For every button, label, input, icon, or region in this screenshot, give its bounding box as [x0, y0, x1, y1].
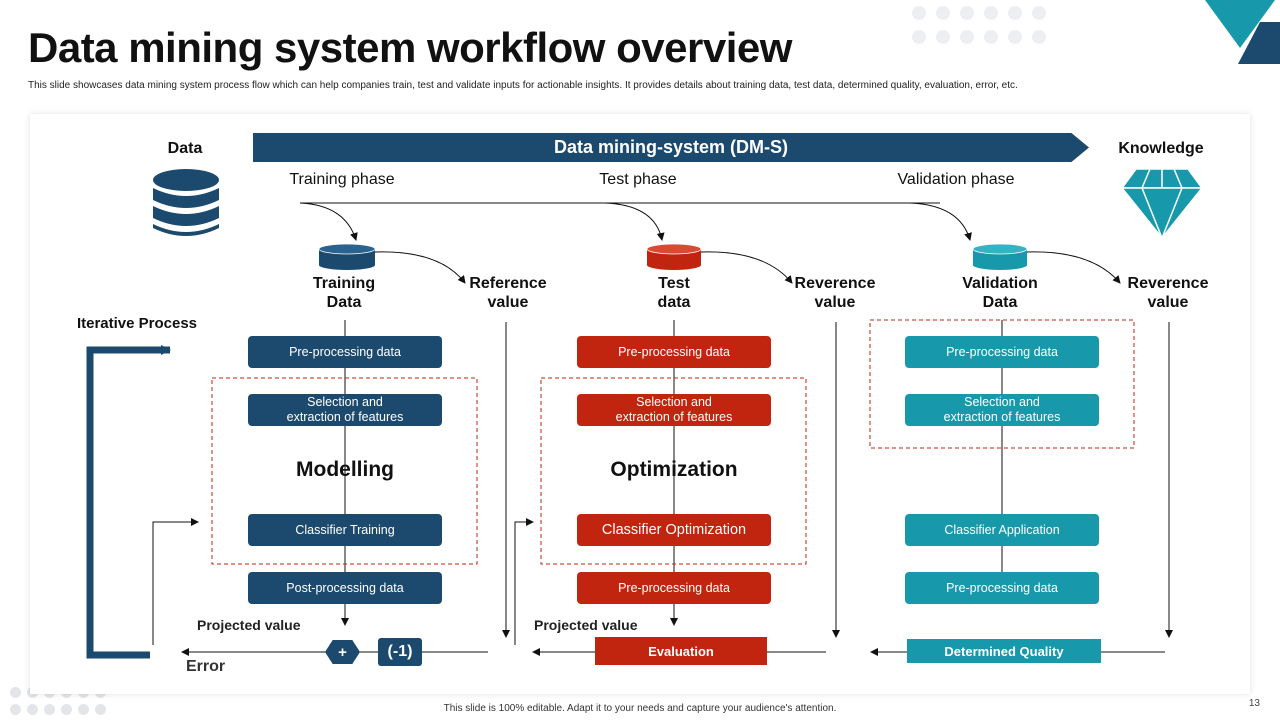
test-feature-extraction-box: Selection and extraction of features: [577, 394, 771, 426]
validation-feature-extraction-box: Selection and extraction of features: [905, 394, 1099, 426]
test-phase-label: Test phase: [599, 171, 677, 188]
plus-operator: +: [325, 640, 360, 664]
optimization-label: Optimization: [610, 458, 738, 481]
training-feature-extraction-box: Selection and extraction of features: [248, 394, 442, 426]
test-preprocessing-box: Pre-processing data: [577, 336, 771, 368]
iterative-process-label: Iterative Process: [76, 315, 198, 332]
database-icon: [153, 169, 219, 236]
data-label: Data: [167, 140, 203, 157]
evaluation-box: Evaluation: [595, 637, 767, 665]
validation-postprocessing-box: Pre-processing data: [905, 572, 1099, 604]
training-data-label: Training Data: [312, 275, 376, 311]
validation-phase-label: Validation phase: [897, 171, 1015, 188]
validation-reverence-value-label: Reverence value: [1127, 275, 1209, 311]
reference-value-label: Reference value: [469, 275, 547, 311]
knowledge-label: Knowledge: [1118, 140, 1204, 157]
projected-value-label-1: Projected value: [197, 617, 301, 633]
decorative-dots-top: [912, 6, 1046, 44]
diamond-icon: [1120, 168, 1204, 240]
post-processing-box: Post-processing data: [248, 572, 442, 604]
test-postprocessing-box: Pre-processing data: [577, 572, 771, 604]
corner-triangles: [1205, 0, 1280, 64]
training-phase-label: Training phase: [289, 171, 395, 188]
test-data-label: Test data: [657, 275, 691, 311]
validation-data-label: Validation Data: [962, 275, 1038, 311]
validation-preprocessing-box: Pre-processing data: [905, 336, 1099, 368]
error-label: Error: [186, 658, 226, 675]
page-subtitle: This slide showcases data mining system …: [28, 80, 1018, 91]
training-preprocessing-box: Pre-processing data: [248, 336, 442, 368]
classifier-optimization-box: Classifier Optimization: [577, 514, 771, 546]
classifier-training-box: Classifier Training: [248, 514, 442, 546]
footer-note: This slide is 100% editable. Adapt it to…: [443, 703, 837, 714]
projected-value-label-2: Projected value: [534, 617, 638, 633]
modelling-label: Modelling: [296, 458, 394, 481]
minus-one-box: (-1): [378, 638, 422, 666]
determined-quality-box: Determined Quality: [907, 639, 1101, 663]
classifier-application-box: Classifier Application: [905, 514, 1099, 546]
page-number: 13: [1248, 698, 1260, 709]
page-title: Data mining system workflow overview: [28, 24, 792, 71]
test-reverence-value-label: Reverence value: [794, 275, 876, 311]
dms-banner: Data mining-system (DM-S): [253, 133, 1089, 162]
